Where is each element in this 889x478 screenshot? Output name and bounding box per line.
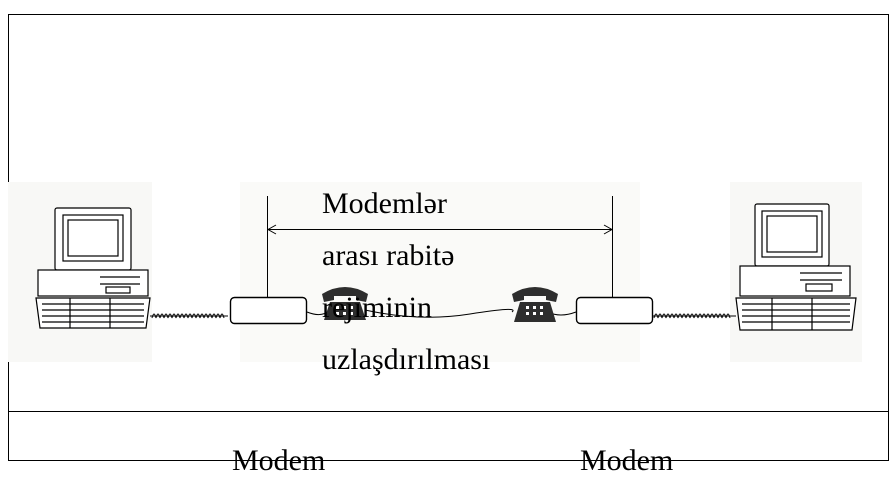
computer-icon [35, 207, 151, 329]
telephone-icon [322, 287, 368, 320]
computer-icon [735, 203, 857, 331]
serial-cable-right-coil [653, 313, 731, 319]
modem-icon [229, 296, 308, 325]
caption-line-2: arası rabitə [322, 239, 455, 272]
dimension-arrow [266, 224, 614, 235]
modem-label-left: Modem [232, 444, 326, 477]
phone-line-middle [364, 308, 514, 318]
image-backdrop-middle [240, 182, 640, 362]
caption-line-3: rejiminin [322, 291, 432, 324]
modem-icon [575, 296, 654, 325]
caption-line-1: Modemlər [322, 187, 447, 220]
caption-line-4: uzlaşdırılması [322, 343, 491, 376]
modem-label-right: Modem [580, 444, 674, 477]
diagram [8, 14, 889, 461]
serial-cable-left-coil [151, 313, 225, 319]
telephone-icon [512, 287, 558, 322]
caption: Modemlər arası rabitə rejiminin uzlaşdır… [322, 178, 582, 386]
